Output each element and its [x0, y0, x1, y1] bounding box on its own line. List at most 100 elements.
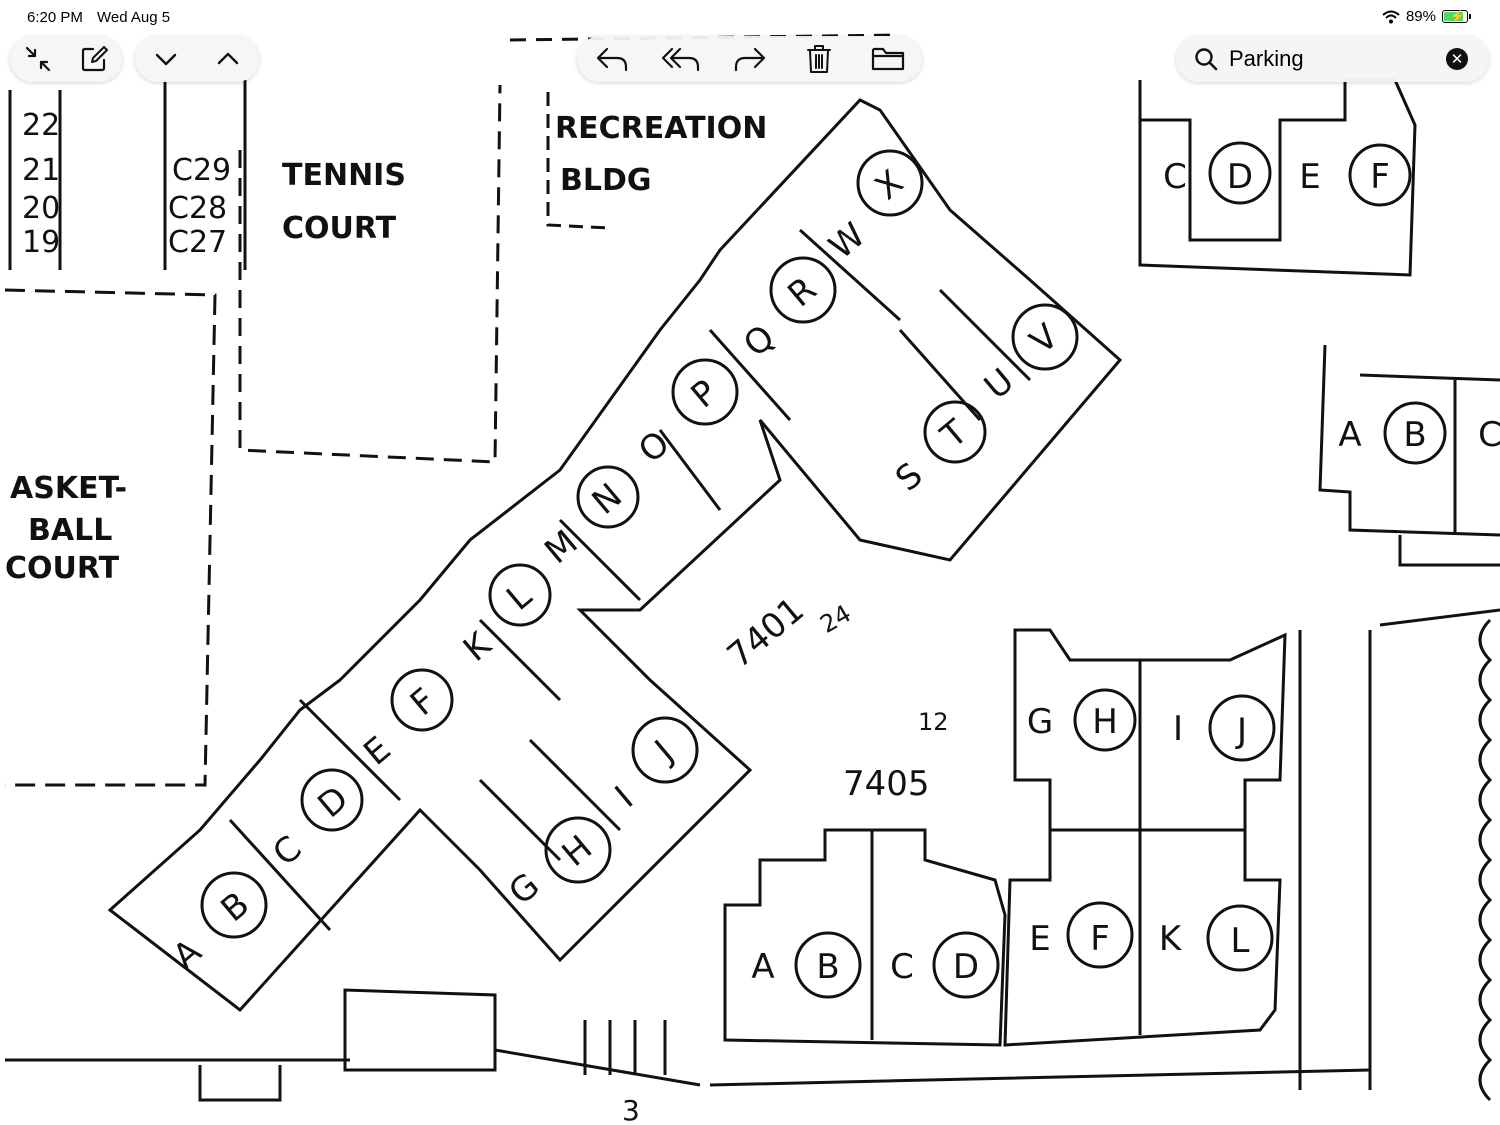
- building-7401-count: 24: [815, 599, 855, 639]
- svg-text:N: N: [585, 476, 630, 523]
- toolbar-actions-group: [577, 36, 922, 82]
- charging-bolt-icon: ⚡: [1450, 9, 1465, 23]
- svg-text:G: G: [1027, 702, 1053, 742]
- search-input[interactable]: [1227, 45, 1451, 73]
- svg-text:F: F: [1090, 919, 1110, 959]
- previous-message-button[interactable]: [197, 36, 259, 82]
- search-bar: ✕: [1176, 36, 1489, 82]
- svg-text:A: A: [166, 931, 210, 977]
- svg-text:22: 22: [22, 108, 60, 143]
- svg-text:V: V: [1023, 316, 1067, 362]
- svg-text:S: S: [888, 455, 930, 500]
- svg-text:J: J: [646, 733, 681, 771]
- svg-text:W: W: [822, 215, 873, 267]
- building-7405-east: [1003, 628, 1287, 1047]
- toolbar-left-group: [10, 36, 122, 82]
- svg-text:D: D: [953, 947, 979, 987]
- building-7401-outline: [107, 98, 1123, 1013]
- tennis-label-1: TENNIS: [282, 158, 406, 193]
- building-7405-west: [723, 828, 1007, 1047]
- svg-text:E: E: [1029, 919, 1050, 959]
- bottom-number: 3: [622, 1094, 640, 1125]
- svg-text:L: L: [1231, 921, 1250, 961]
- svg-text:C29: C29: [172, 153, 231, 188]
- forward-button[interactable]: [715, 36, 784, 82]
- recreation-bldg-outline: [546, 92, 611, 230]
- reply-all-button[interactable]: [646, 36, 715, 82]
- building-right: [1318, 344, 1500, 537]
- svg-text:A: A: [1338, 415, 1361, 455]
- status-date: Wed Aug 5: [97, 9, 171, 26]
- basketball-label-2: BALL: [28, 513, 112, 548]
- svg-text:B: B: [214, 884, 258, 930]
- svg-text:20: 20: [22, 191, 60, 226]
- toolbar-nav-group: [135, 36, 259, 82]
- close-circle-icon: ✕: [1450, 51, 1464, 68]
- svg-text:I: I: [608, 779, 641, 816]
- next-message-button[interactable]: [135, 36, 197, 82]
- reply-all-icon: [661, 47, 699, 72]
- clear-search-button[interactable]: ✕: [1446, 48, 1468, 70]
- svg-text:C28: C28: [168, 191, 227, 226]
- building-top-right: [1138, 78, 1417, 277]
- search-icon: [1195, 48, 1218, 71]
- svg-text:R: R: [780, 269, 824, 315]
- markup-button[interactable]: [66, 36, 122, 82]
- chevron-down-icon: [155, 53, 177, 66]
- trash-icon: [806, 45, 831, 73]
- building-7405-count: 12: [918, 708, 949, 736]
- svg-text:D: D: [310, 778, 356, 825]
- minimize-button[interactable]: [10, 36, 66, 82]
- svg-text:K: K: [456, 624, 500, 670]
- move-folder-button[interactable]: [853, 36, 922, 82]
- svg-text:C: C: [890, 947, 914, 987]
- svg-text:19: 19: [22, 225, 60, 260]
- svg-text:T: T: [933, 412, 976, 457]
- status-indicators: 89% ⚡: [1382, 8, 1471, 25]
- svg-text:A: A: [751, 947, 774, 987]
- reply-button[interactable]: [577, 36, 646, 82]
- status-time: 6:20 PM: [27, 9, 83, 26]
- svg-text:L: L: [499, 576, 539, 619]
- svg-text:K: K: [1159, 919, 1183, 959]
- svg-text:E: E: [356, 729, 398, 773]
- svg-text:B: B: [1403, 415, 1426, 455]
- svg-text:F: F: [403, 681, 444, 724]
- svg-text:E: E: [1299, 157, 1320, 197]
- svg-text:C: C: [1478, 415, 1500, 455]
- folder-icon: [871, 47, 904, 71]
- reply-icon: [596, 47, 627, 72]
- recreation-label-2: BLDG: [560, 163, 652, 198]
- svg-text:M: M: [537, 522, 585, 572]
- recreation-label-1: RECREATION: [555, 111, 767, 146]
- tennis-court-outline: [238, 84, 502, 464]
- svg-text:U: U: [977, 361, 1022, 408]
- left-parking-numbers: 22 21 20 19 C29 C28 C27: [22, 108, 231, 260]
- trash-button[interactable]: [784, 36, 853, 82]
- arrows-inward-icon: [25, 46, 51, 72]
- svg-text:X: X: [868, 162, 912, 208]
- basketball-label-3: COURT: [5, 551, 120, 586]
- svg-text:H: H: [555, 828, 600, 875]
- battery-icon: ⚡: [1442, 9, 1471, 23]
- chevron-up-icon: [217, 52, 239, 65]
- battery-level-fill: [1444, 12, 1463, 21]
- battery-percent: 89%: [1405, 8, 1436, 25]
- svg-text:C: C: [1163, 157, 1187, 197]
- svg-text:O: O: [631, 423, 677, 471]
- wifi-icon: [1382, 10, 1400, 23]
- pencil-square-icon: [81, 46, 108, 72]
- building-7401-number: 7401: [720, 590, 812, 676]
- svg-text:H: H: [1092, 702, 1118, 742]
- svg-text:G: G: [501, 865, 547, 913]
- svg-text:C27: C27: [168, 225, 227, 260]
- svg-text:I: I: [1173, 709, 1183, 749]
- svg-text:Q: Q: [736, 317, 782, 365]
- svg-text:B: B: [816, 947, 839, 987]
- basketball-label-1: ASKET-: [10, 471, 127, 506]
- svg-text:D: D: [1227, 157, 1253, 197]
- svg-text:21: 21: [22, 153, 60, 188]
- svg-text:P: P: [684, 372, 725, 416]
- status-bar: 6:20 PM Wed Aug 5 89% ⚡: [0, 0, 1500, 34]
